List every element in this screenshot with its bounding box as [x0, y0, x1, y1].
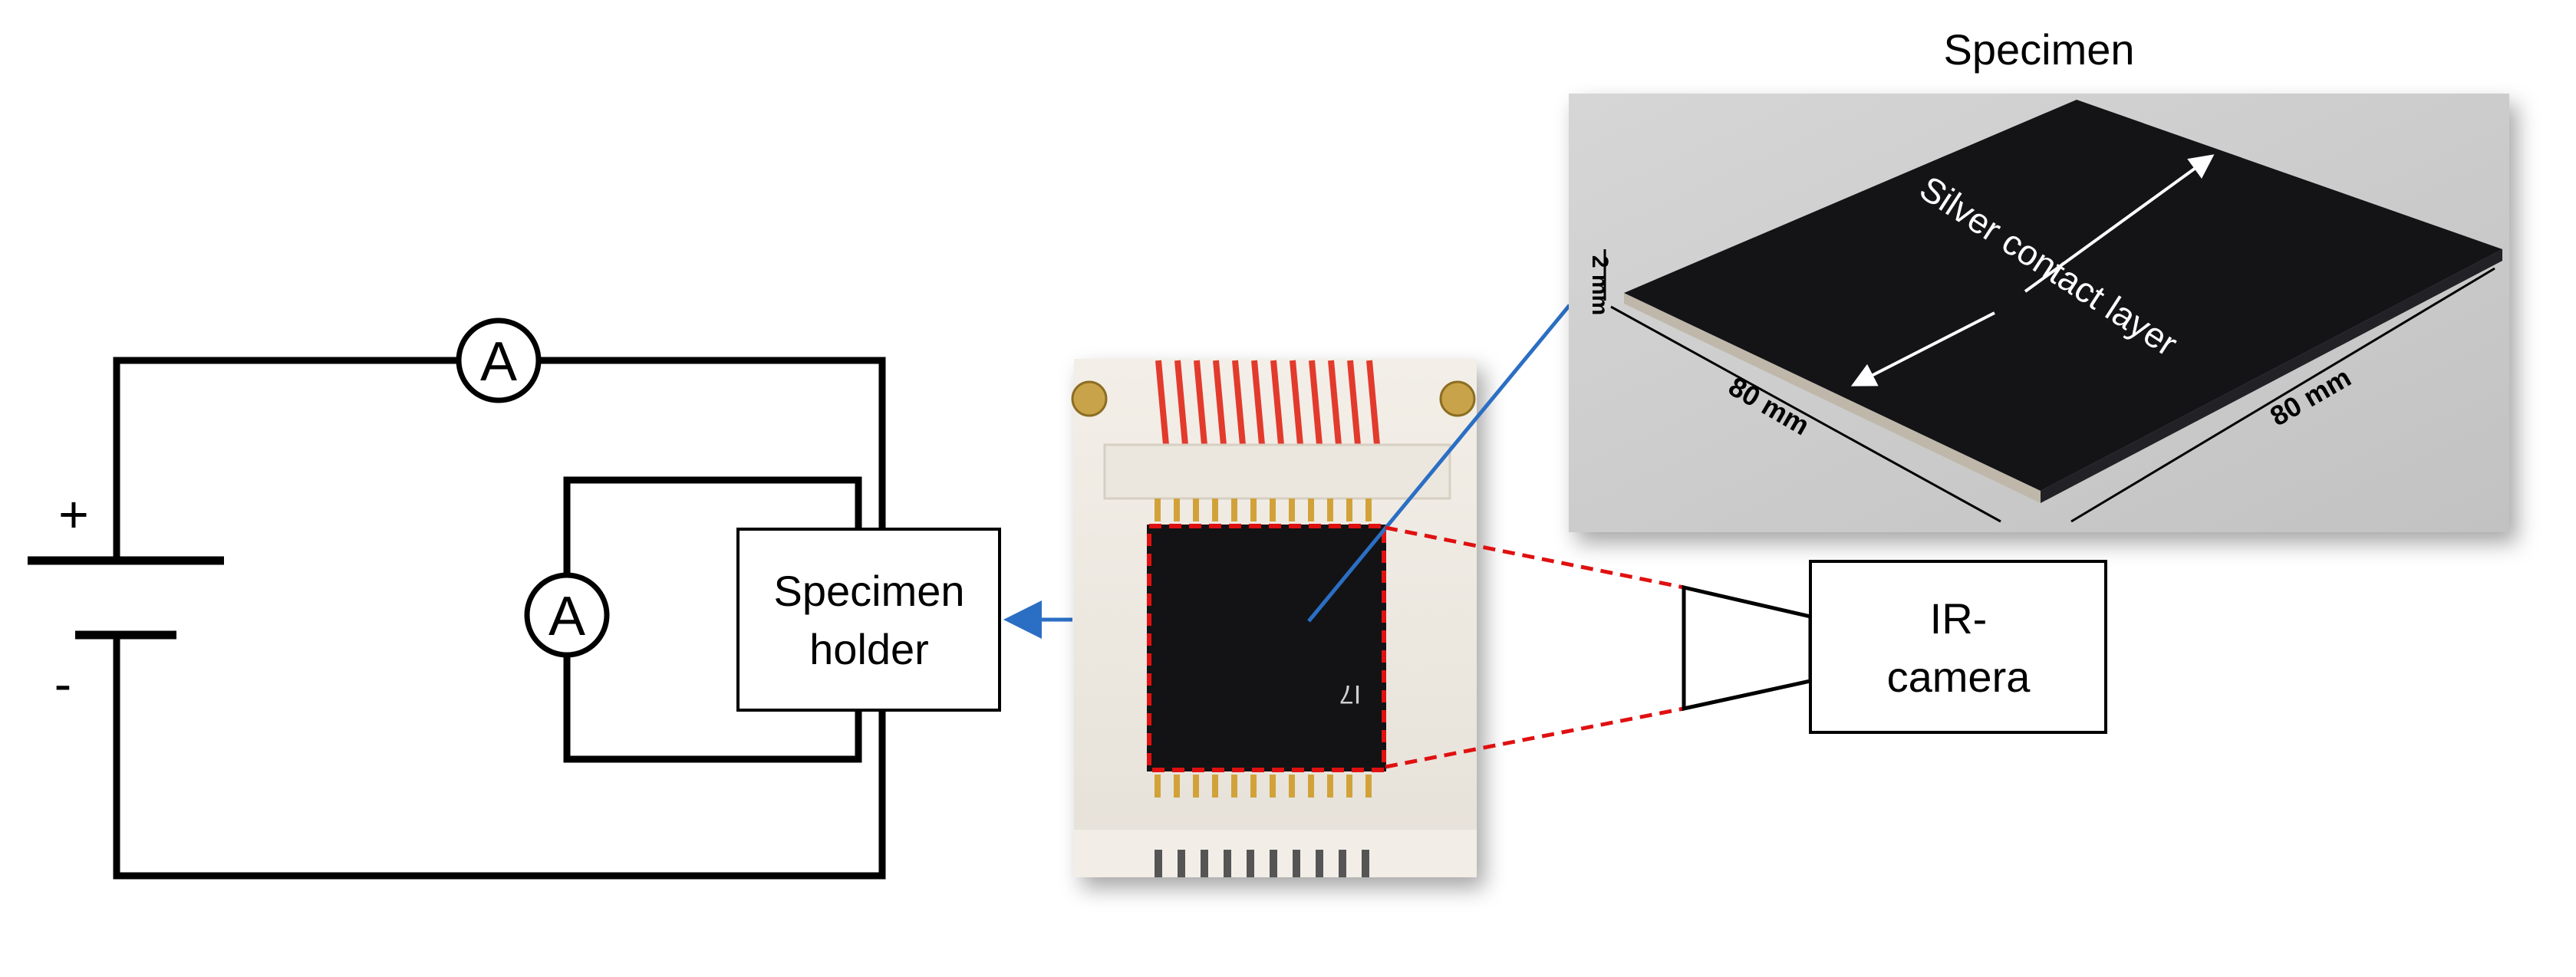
ammeter-inner-label: A: [548, 586, 585, 647]
specimen-plate: [1624, 100, 2502, 491]
specimen-title: Specimen: [1943, 25, 2134, 74]
battery-plus-label: +: [58, 485, 89, 544]
camera-label-line2: camera: [1887, 653, 2031, 701]
specimen-photo-content: Silver contact layer 2 mm 80 mm 80 mm: [1587, 100, 2502, 523]
contact-layer-arrow-b: [1850, 311, 1995, 387]
camera-lens-icon: [1682, 584, 1813, 712]
contact-layer-arrow-a: [2024, 154, 2215, 293]
holder-specimen: [1147, 525, 1386, 771]
battery-symbol: + -: [28, 485, 224, 713]
ammeter-top: A: [456, 317, 542, 403]
holder-photo-content: I7: [1071, 359, 1477, 877]
thickness-label: 2 mm: [1587, 255, 1612, 315]
camera-field-of-view: [1385, 525, 1685, 769]
chip-marking: I7: [1339, 679, 1361, 709]
battery-minus-label: -: [54, 655, 72, 713]
camera-label-line1: IR-: [1930, 594, 1988, 643]
ir-camera: IR- camera: [1682, 560, 2107, 734]
camera-box: [1809, 560, 2107, 734]
ammeter-top-label: A: [480, 331, 517, 393]
holder-label-line2: holder: [809, 625, 929, 673]
holder-label-line1: Specimen: [773, 567, 964, 615]
ammeter-inner: A: [524, 572, 610, 658]
specimen-holder-box: Specimen holder: [736, 528, 1001, 712]
specimen-pointer: [1307, 304, 1571, 623]
